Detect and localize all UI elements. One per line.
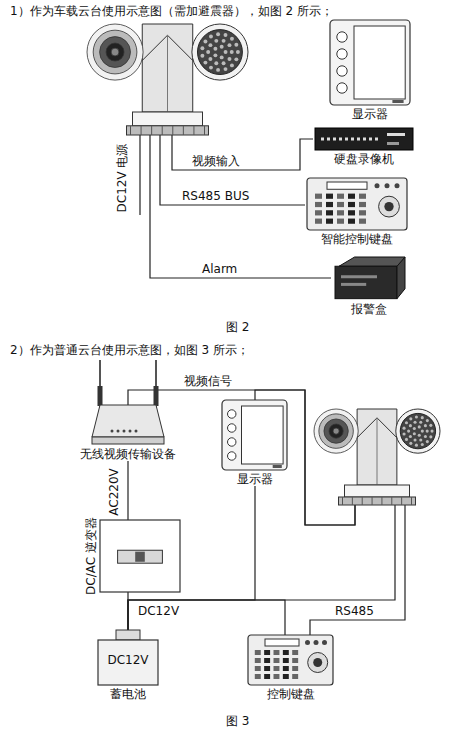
wire-label: 视频信号 [182, 374, 234, 388]
node-caption: 智能控制键盘 [305, 232, 409, 246]
node-caption: 蓄电池 [96, 687, 160, 701]
alarm-box: 报警盒 [331, 255, 407, 316]
monitor-drawing [222, 400, 287, 470]
node-caption: 显示器 [328, 107, 412, 121]
node-caption: 控制键盘 [246, 687, 335, 701]
inverter-box-shape [100, 520, 180, 592]
wireless-transmitter-drawing [88, 360, 168, 445]
section-heading: 2）作为普通云台使用示意图，如图 3 所示； [10, 343, 249, 357]
ptz-camera [85, 20, 250, 135]
power-wire [139, 135, 140, 215]
wireless-transmitter: 无线视频传输设备 [78, 360, 178, 461]
node-caption: 硬盘录像机 [313, 152, 415, 166]
dvr-recorder-drawing [315, 128, 413, 150]
monitor: 显示器 [328, 20, 412, 121]
wire-label: RS485 [333, 604, 376, 618]
signal-wire [128, 600, 285, 635]
node-label: DC12V [107, 653, 148, 667]
node-caption: 报警盒 [331, 302, 407, 316]
control-keyboard-drawing [248, 635, 333, 685]
node-label: DC/AC 逆变器 [84, 517, 98, 595]
control-keyboard: 智能控制键盘 [305, 178, 409, 246]
alarm-box-drawing [333, 255, 405, 300]
alarm-box-shape [333, 255, 405, 300]
ptz-camera-shape [85, 20, 250, 135]
wire-label: Alarm [200, 262, 239, 276]
node-caption: 显示器 [220, 472, 289, 486]
control-keyboard: 控制键盘 [246, 635, 335, 701]
control-keyboard-shape [248, 635, 333, 685]
dvr-recorder: 硬盘录像机 [313, 128, 415, 166]
signal-wire [160, 135, 305, 205]
figure-caption: 图 3 [226, 714, 249, 728]
signal-wire [172, 135, 313, 170]
signal-wire [150, 135, 331, 278]
ptz-camera-shape [312, 405, 442, 505]
battery-shape: DC12V [98, 630, 158, 685]
monitor-shape [330, 20, 410, 105]
monitor-shape [222, 400, 287, 470]
node-caption: 无线视频传输设备 [78, 447, 178, 461]
ptz-camera-drawing [85, 20, 250, 135]
signal-wire [310, 505, 405, 635]
power-label: DC12V 电源 [115, 144, 129, 213]
dvr-recorder-shape [315, 128, 413, 150]
section-heading: 1）作为车载云台使用示意图（需加避震器），如图 2 所示； [10, 4, 333, 18]
wire-label: AC220V [107, 466, 121, 518]
inverter-box: DC/AC 逆变器 [82, 520, 180, 592]
control-keyboard-shape [307, 178, 407, 230]
signal-wire [127, 461, 128, 520]
monitor-drawing [330, 20, 410, 105]
control-keyboard-drawing [307, 178, 407, 230]
wireless-transmitter-shape [88, 360, 168, 445]
inverter-box-drawing [100, 520, 180, 592]
wire-label: 视频输入 [190, 154, 242, 168]
battery: DC12V 蓄电池 [96, 630, 160, 701]
monitor: 显示器 [220, 400, 289, 486]
ptz-camera-drawing [312, 405, 442, 505]
figure-caption: 图 2 [226, 320, 249, 334]
wire-label: RS485 BUS [180, 189, 251, 203]
ptz-camera [312, 405, 442, 505]
wire-label: DC12V [136, 604, 181, 618]
